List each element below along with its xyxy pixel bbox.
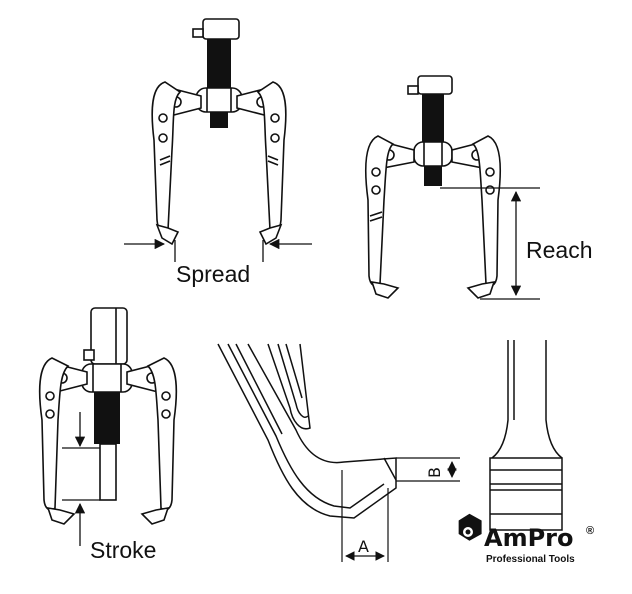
brand-tagline: Professional Tools [486,554,575,565]
brand-name: AmPro [484,524,574,552]
spread-puller [151,18,287,246]
hexagon-icon [458,513,482,541]
reach-label: Reach [526,237,592,263]
registered-mark: ® [586,525,594,537]
ampro-logo: AmPro ® Professional Tools [458,513,594,565]
dimension-b [396,457,460,482]
dimension-b-label: B [425,467,444,478]
stroke-puller [38,307,178,525]
dimension-a [341,470,389,562]
stroke-dimension [62,412,100,546]
spread-arrows [124,238,312,262]
spread-label: Spread [176,261,250,287]
stroke-label: Stroke [90,537,156,563]
jaw-tip-front-view [489,340,563,531]
dimension-a-label: A [358,537,369,556]
reach-puller [364,75,502,299]
reach-dimension [440,187,540,300]
jaw-tip-side-view [217,343,397,519]
